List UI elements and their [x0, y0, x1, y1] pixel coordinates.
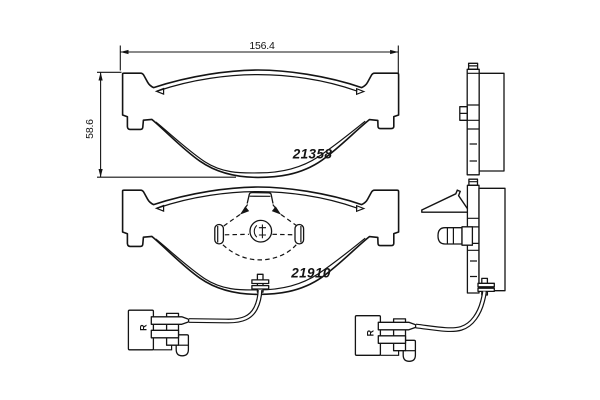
sensor-wire-right: [415, 291, 487, 333]
connector-left-marking: R: [138, 324, 148, 331]
pad-front-view-upper: 21358: [121, 69, 400, 179]
height-dimension-label: 58.6: [84, 119, 96, 139]
sensor-plug-block: [461, 226, 474, 246]
spring-dashed-lower: [222, 244, 297, 261]
side-lower-friction: [478, 187, 506, 292]
pad-side-view-lower: [421, 178, 506, 296]
spring-dashed-mid: [224, 233, 296, 236]
sensor-eyelet: [249, 219, 273, 243]
part-number-lower: 21910: [290, 266, 331, 281]
sensor-eyelet-symbol: [253, 224, 266, 239]
connector-left: R: [127, 309, 190, 357]
sensor-wire-left: [188, 289, 263, 324]
side-lower-lines: [467, 181, 479, 278]
spring-clip: [421, 189, 469, 213]
spring-end-left: [214, 223, 225, 245]
spring-end-right: [294, 223, 305, 245]
wear-indicator-assembly: [214, 191, 305, 261]
pad-side-view-upper: [459, 62, 505, 176]
height-dimension: 58.6: [84, 71, 236, 178]
top-tab: [246, 191, 274, 204]
sensor-plug: [437, 227, 463, 245]
part-number-upper: 21358: [292, 147, 333, 162]
connector-right: R: [354, 315, 417, 362]
side-upper-backplate: [466, 68, 480, 176]
arrow-right: [271, 206, 282, 215]
pad-front-view-lower: 21910: [121, 186, 400, 296]
arrow-left: [239, 206, 250, 215]
sensor-plug-lines: [446, 227, 454, 244]
side-upper-friction: [478, 72, 505, 172]
side-upper-lines: [459, 65, 480, 162]
width-dimension-label: 156.4: [249, 40, 275, 52]
connector-right-marking: R: [365, 329, 375, 336]
